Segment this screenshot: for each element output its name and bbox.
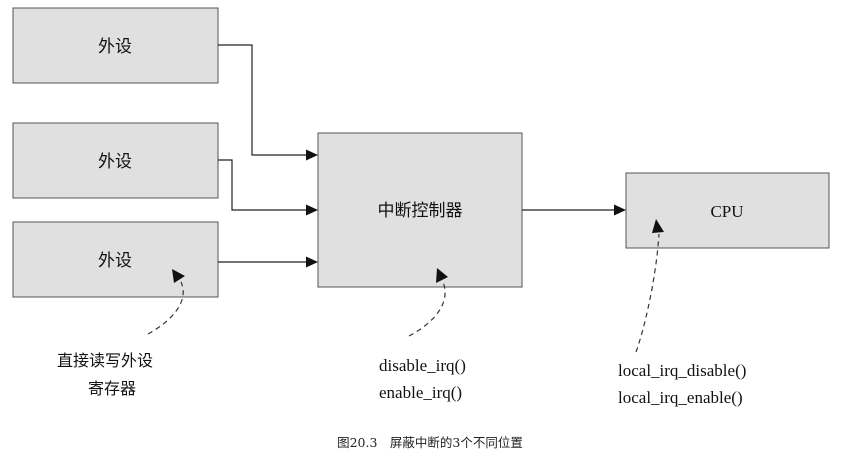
peripheral-1-connector (218, 44, 307, 156)
peripheral-3-label: 外设 (98, 251, 132, 271)
peripheral-box-3: 外设 (12, 221, 219, 298)
peripheral-1-label: 外设 (98, 37, 132, 57)
peripheral-2-arrowhead (306, 204, 318, 216)
cpu-api-note-line2: local_irq_enable() (618, 388, 743, 407)
peripheral-2-connector (218, 159, 307, 211)
peripheral-register-note-line2: 寄存器 (88, 379, 136, 398)
cpu-api-pointer (635, 233, 660, 353)
cpu-api-note-line1: local_irq_disable() (618, 361, 746, 380)
peripheral-1-arrowhead (306, 149, 318, 161)
cpu-api-pointer-head (652, 219, 664, 233)
peripheral-register-pointer-head (172, 269, 185, 283)
peripheral-box-2: 外设 (12, 122, 219, 199)
peripheral-register-pointer (147, 281, 184, 335)
controller-api-note-line2: enable_irq() (379, 383, 462, 402)
controller-to-cpu-arrowhead (614, 204, 626, 216)
cpu-label: CPU (710, 202, 743, 221)
cpu-box: CPU (625, 172, 830, 249)
interrupt-controller-label: 中断控制器 (378, 201, 463, 221)
interrupt-controller-box: 中断控制器 (317, 132, 523, 288)
peripheral-box-1: 外设 (12, 7, 219, 84)
controller-api-pointer-head (436, 268, 448, 283)
peripheral-register-note-line1: 直接读写外设 (57, 351, 153, 370)
peripheral-2-label: 外设 (98, 152, 132, 172)
peripheral-3-arrowhead (306, 256, 318, 268)
controller-api-note-line1: disable_irq() (379, 356, 466, 375)
figure-caption: 图20.3 屏蔽中断的3个不同位置 (337, 435, 523, 450)
controller-api-pointer (408, 281, 446, 337)
